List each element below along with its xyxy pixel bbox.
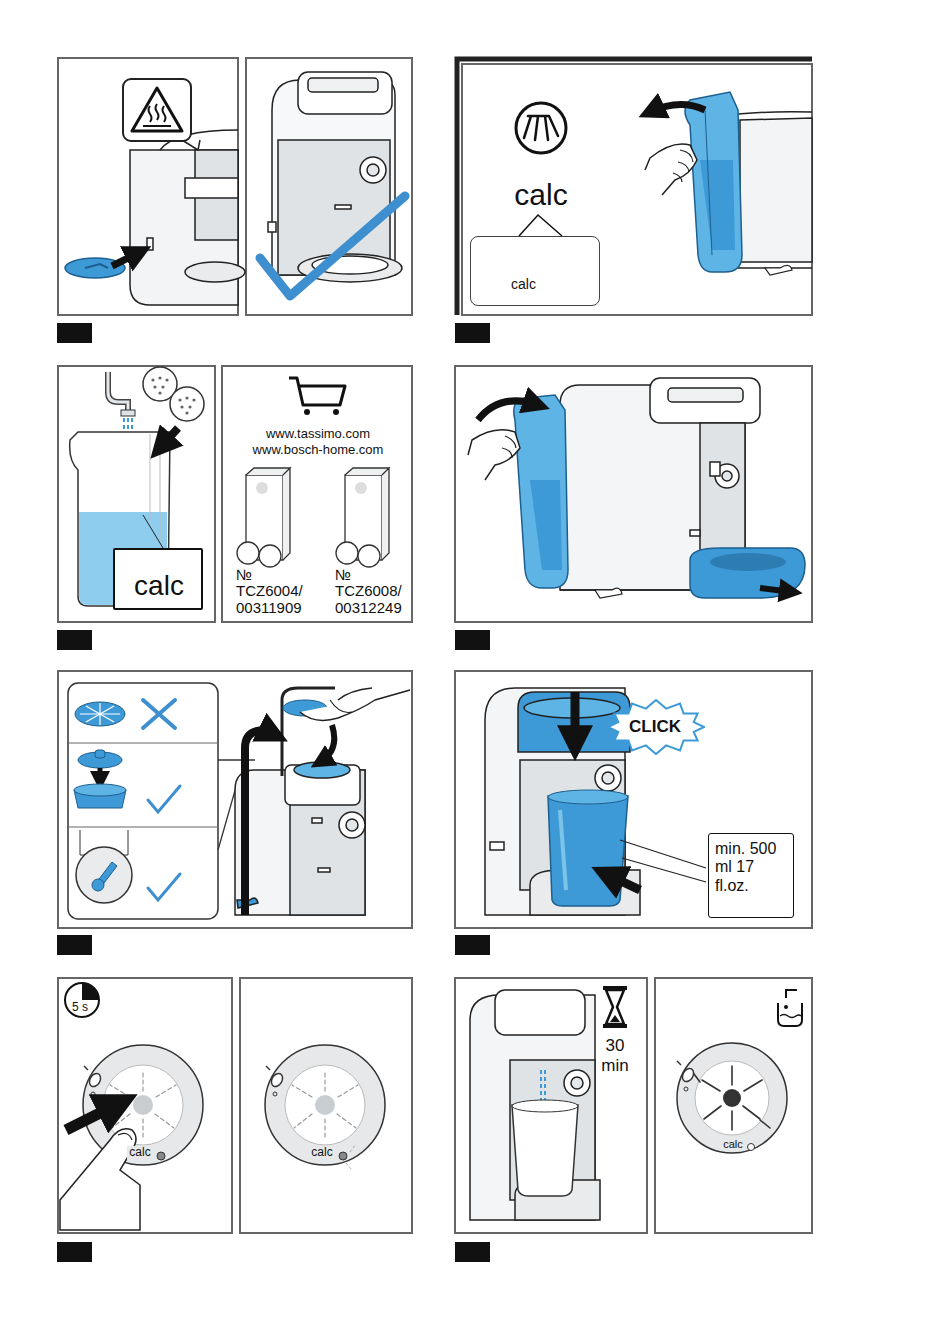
node-text: min. 500 ml 17 fl.oz. (715, 840, 791, 895)
dial-label: calc (127, 1146, 152, 1160)
number-sign: № (335, 566, 351, 583)
dial-callout-box: calc (470, 236, 600, 306)
dial-label: calc (309, 1146, 334, 1160)
article-number: TCZ6008/ 00312249 (335, 582, 409, 617)
web-address: www.bosch-home.com (253, 443, 384, 458)
number-sign: № (236, 566, 252, 583)
node-text: calc (511, 276, 536, 292)
calc-mark-callout: calc (113, 548, 203, 610)
duration-label: 5 s (72, 1001, 88, 1015)
node-text: CLICK (629, 717, 681, 737)
dial-label: calc (721, 1138, 745, 1151)
volume-note-box: min. 500 ml 17 fl.oz. (708, 833, 794, 918)
node-text: calc (134, 570, 184, 602)
duration-label: 30 min (595, 1036, 635, 1075)
click-starburst: CLICK (607, 699, 705, 755)
article-number: TCZ6004/ 00311909 (236, 582, 310, 617)
symbol-caption: calc (514, 178, 567, 213)
web-address: www.tassimo.com (266, 427, 370, 442)
